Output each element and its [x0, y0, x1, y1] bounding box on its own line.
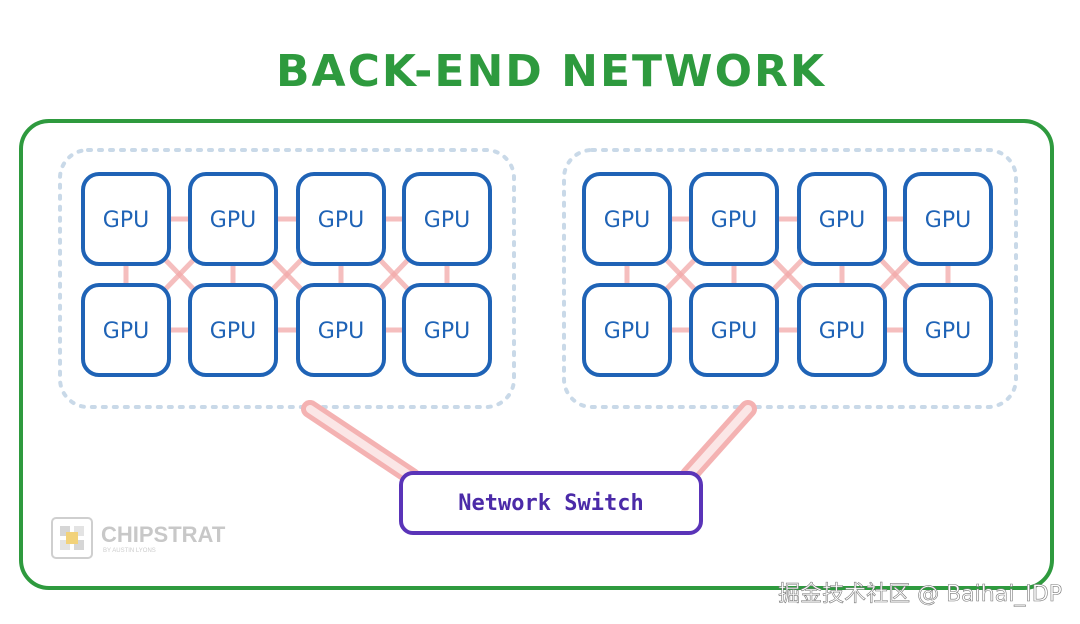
gpu-box	[903, 172, 993, 266]
back-end-network-boundary	[19, 119, 1054, 590]
gpu-label: GPU	[925, 319, 971, 344]
gpu-box	[689, 172, 779, 266]
gpu-box	[188, 172, 278, 266]
gpu-label: GPU	[318, 319, 364, 344]
uplink-left-core	[306, 405, 416, 481]
gpu-box	[797, 172, 887, 266]
gpu-label: GPU	[424, 208, 470, 233]
gpu-box	[81, 283, 171, 377]
chipstrat-logo: CHIPSTRAT BY AUSTIN LYONS	[51, 517, 226, 559]
gpu-label: GPU	[819, 208, 865, 233]
gpu-box	[582, 283, 672, 377]
gpu-box	[296, 283, 386, 377]
gpu-label: GPU	[819, 319, 865, 344]
gpu-label: GPU	[711, 208, 757, 233]
gpu-label: GPU	[318, 208, 364, 233]
uplink-right-core	[685, 405, 752, 479]
gpu-box	[296, 172, 386, 266]
gpu-group-right-boundary	[562, 148, 1018, 409]
logo-tagline: BY AUSTIN LYONS	[103, 548, 156, 554]
gpu-box	[81, 172, 171, 266]
gpu-label: GPU	[925, 208, 971, 233]
gpu-box	[402, 283, 492, 377]
watermark: 掘金技术社区 @ Baihai_IDP	[778, 582, 1062, 607]
gpu-label: GPU	[103, 208, 149, 233]
gpu-label: GPU	[210, 319, 256, 344]
gpu-label: GPU	[604, 319, 650, 344]
gpu-label: GPU	[711, 319, 757, 344]
gpu-box	[188, 283, 278, 377]
network-switch	[399, 471, 703, 535]
chip-logo-icon	[51, 517, 93, 559]
gpu-array: GPU GPU GPU GPU GPU GPU GPU GPU GPU GPU GPU GPU GPU G…	[81, 172, 993, 377]
gpu-label: GPU	[210, 208, 256, 233]
gpu-box	[689, 283, 779, 377]
network-switch-label: Network Switch	[458, 491, 643, 516]
gpu-group-left-boundary	[58, 148, 516, 409]
gpu-label: GPU	[604, 208, 650, 233]
gpu-label: GPU	[424, 319, 470, 344]
gpu-box	[402, 172, 492, 266]
gpu-label: GPU	[103, 319, 149, 344]
diagram-title: BACK-END NETWORK	[276, 46, 826, 97]
gpu-box	[903, 283, 993, 377]
gpu-box	[797, 283, 887, 377]
gpu-box	[582, 172, 672, 266]
logo-wordmark: CHIPSTRAT	[101, 522, 226, 547]
